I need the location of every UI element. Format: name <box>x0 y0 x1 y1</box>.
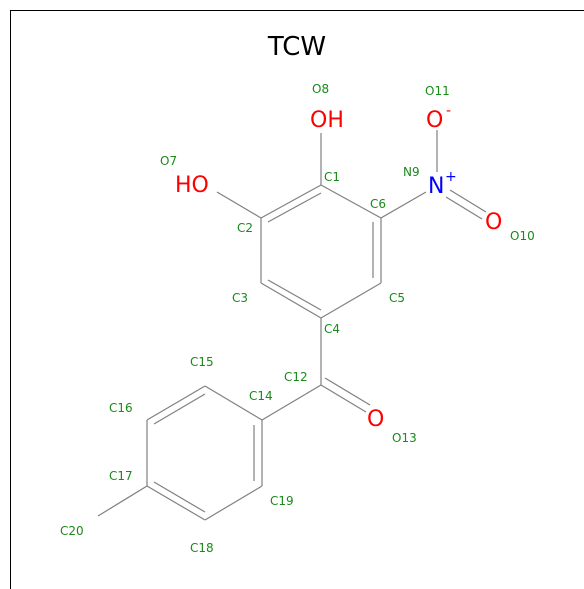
label-c17: C17 <box>109 469 133 483</box>
n9-symbol: N <box>428 174 444 199</box>
bond-c1-c2 <box>260 184 322 219</box>
bond-c4-c5 <box>320 282 382 319</box>
label-c15: C15 <box>190 355 214 369</box>
bond-n9-o10-a <box>449 189 487 213</box>
bond-c1-c2-inner <box>267 192 322 223</box>
bond-c17-c18 <box>146 485 206 521</box>
bond-c3-c4-inner <box>267 279 322 311</box>
bond-n9-o10-b <box>445 196 483 220</box>
label-c5: C5 <box>389 291 405 305</box>
o11-symbol: O <box>426 108 443 133</box>
bond-c15-c16 <box>146 385 206 421</box>
label-c6: C6 <box>370 197 386 211</box>
bond-c17-c20 <box>97 485 148 517</box>
label-o7: O7 <box>160 154 177 168</box>
label-o8: O8 <box>312 82 329 96</box>
bond-c12-o13-a <box>320 384 367 413</box>
diagram-title: TCW <box>267 32 326 62</box>
bond-c3-c4 <box>260 282 322 319</box>
label-c3: C3 <box>232 291 248 305</box>
o13-symbol: O <box>367 407 384 432</box>
atom-labels: C1 C2 C3 C4 C5 C6 O7 O8 N9 O10 O11 C12 O… <box>60 82 535 555</box>
bond-c14-c15 <box>204 385 263 421</box>
label-c18: C18 <box>190 541 214 555</box>
bond-c17-c18-inner <box>153 481 206 513</box>
label-c16: C16 <box>109 401 133 415</box>
label-o10: O10 <box>510 229 535 243</box>
label-c4: C4 <box>324 322 340 336</box>
o10-symbol: O <box>485 210 502 235</box>
bond-c12-c14 <box>261 384 322 421</box>
bond-c15-c16-inner <box>153 393 206 425</box>
bond-c12-o13-b <box>324 377 371 406</box>
o11-charge: - <box>446 103 451 119</box>
atom-symbols: OH HO N + O - O O <box>175 103 502 432</box>
o8-symbol: OH <box>310 108 344 133</box>
bond-c6-c1 <box>320 184 382 219</box>
n9-charge: + <box>445 169 457 185</box>
bonds <box>97 130 487 521</box>
o7-symbol: HO <box>175 173 209 198</box>
label-c14: C14 <box>249 389 273 403</box>
label-c19: C19 <box>270 494 294 508</box>
diagram-frame <box>10 10 584 589</box>
label-c2: C2 <box>237 221 253 235</box>
label-c12: C12 <box>284 370 308 384</box>
bond-c6-n9 <box>380 191 427 219</box>
label-c20: C20 <box>60 524 84 538</box>
label-o13: O13 <box>392 431 417 445</box>
label-n9: N9 <box>403 165 420 179</box>
bond-c2-o7 <box>216 191 262 219</box>
label-o11: O11 <box>425 84 450 98</box>
label-c1: C1 <box>324 170 340 184</box>
bond-c18-c19 <box>204 485 263 521</box>
